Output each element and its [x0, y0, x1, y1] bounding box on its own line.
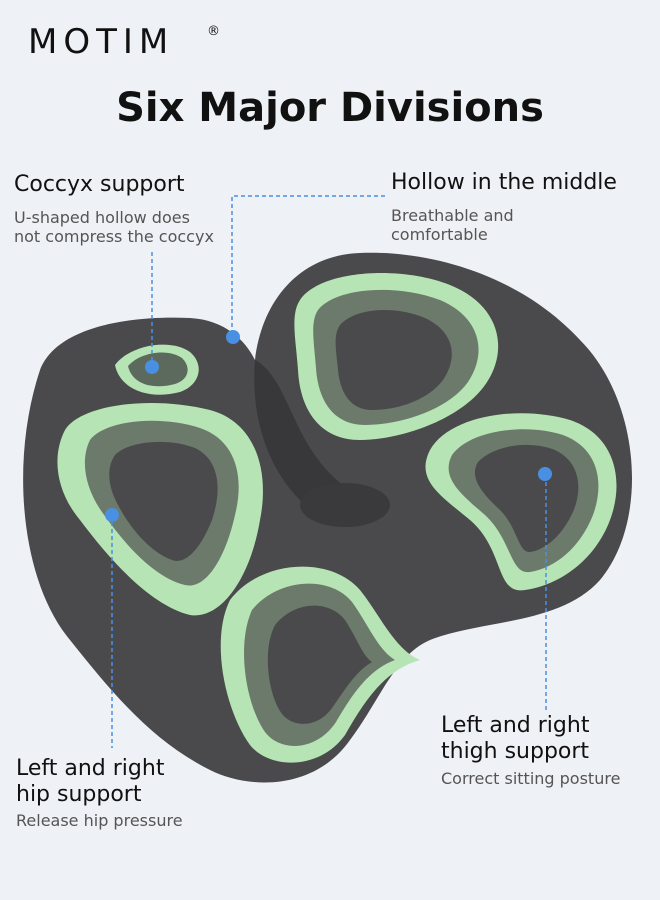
hip-title-2: hip support: [16, 782, 142, 807]
hip-marker: [105, 508, 119, 522]
coccyx-marker: [145, 360, 159, 374]
thigh-title-1: Left and right: [441, 713, 590, 738]
center-hollow: [300, 483, 390, 527]
hip-title-1: Left and right: [16, 756, 165, 781]
hollow-leader: [231, 195, 385, 336]
thigh-zone: [425, 413, 617, 591]
hip-desc: Release hip pressure: [16, 811, 183, 830]
hollow-desc-1: Breathable and: [391, 206, 514, 225]
bottom-zone: [220, 566, 420, 763]
upper-right-zone: [294, 273, 499, 440]
coccyx-desc-1: U-shaped hollow does: [14, 208, 190, 227]
thigh-title-2: thigh support: [441, 739, 590, 764]
cushion-hollow: [254, 360, 385, 519]
coccyx-desc-2: not compress the coccyx: [14, 227, 214, 246]
coccyx-title: Coccyx support: [14, 172, 185, 197]
registered-mark: ®: [207, 24, 220, 39]
page-title: Six Major Divisions: [116, 85, 544, 131]
hip-zone: [57, 402, 263, 616]
thigh-desc: Correct sitting posture: [441, 769, 621, 788]
hollow-title: Hollow in the middle: [391, 170, 617, 195]
hollow-marker: [226, 330, 240, 344]
thigh-marker: [538, 467, 552, 481]
brand-logo: MOTIM: [28, 22, 175, 62]
hollow-desc-2: comfortable: [391, 225, 488, 244]
